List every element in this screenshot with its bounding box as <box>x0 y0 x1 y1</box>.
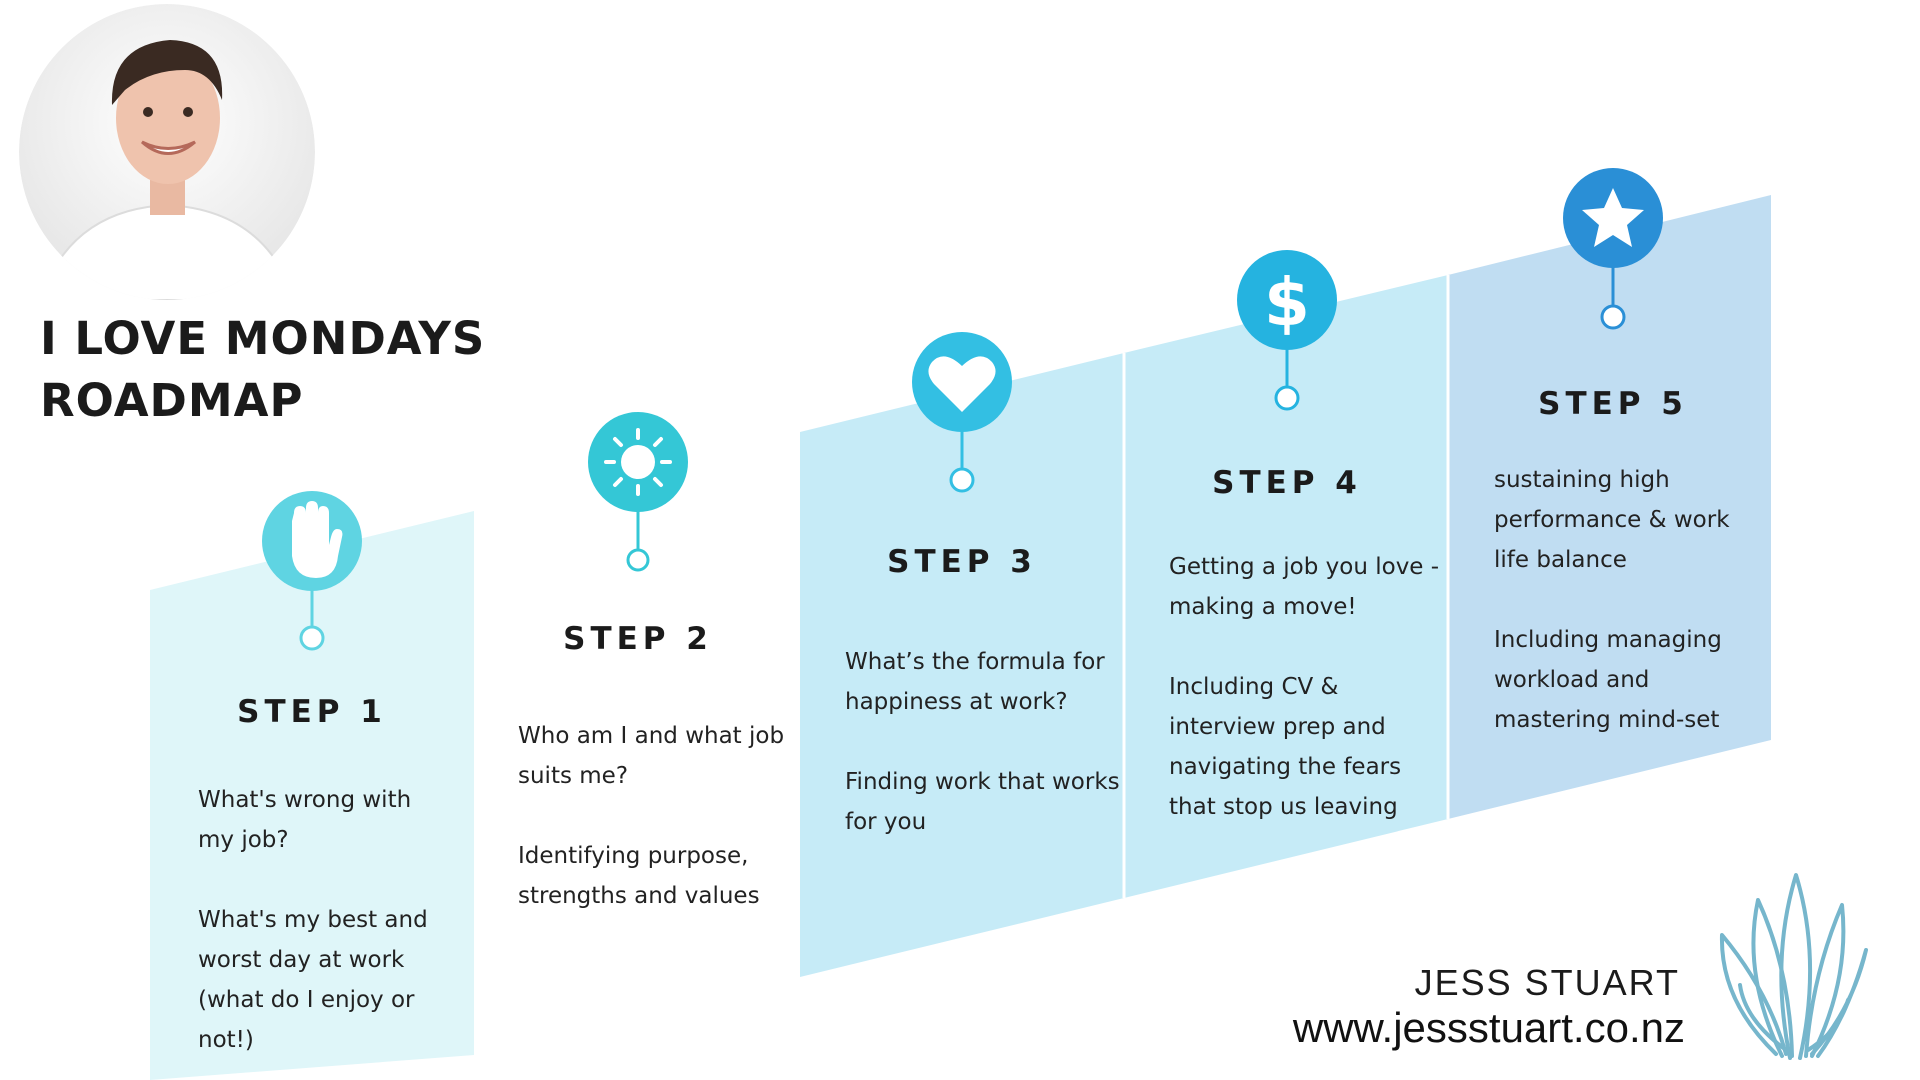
svg-text:$: $ <box>1264 264 1310 341</box>
step1-title: STEP 1 <box>237 694 387 730</box>
step4-text-2: Including CV & interview prep and naviga… <box>1169 674 1402 820</box>
step5-text-2: Including managing workload and masterin… <box>1494 627 1722 733</box>
step3-text: What’s the formula for happiness at work… <box>845 642 1120 842</box>
leaf-decoration <box>1719 873 1868 1060</box>
step5-title: STEP 5 <box>1538 386 1688 422</box>
step2-text: Who am I and what job suits me? Identify… <box>518 716 788 916</box>
step2-title: STEP 2 <box>563 621 713 657</box>
step5-text-1: sustaining high performance & work life … <box>1494 467 1730 573</box>
step5-panel <box>1448 195 1771 819</box>
sun-icon <box>588 412 688 512</box>
step3-text-2: Finding work that works for you <box>845 769 1120 835</box>
step4-text: Getting a job you love - making a move! … <box>1169 547 1444 827</box>
page-title: I LOVE MONDAYS ROADMAP <box>40 308 485 432</box>
step3-panel <box>800 353 1124 977</box>
hand-icon <box>262 491 362 591</box>
step1-text: What's wrong with my job? What's my best… <box>198 780 448 1060</box>
step1-connector <box>299 575 325 651</box>
title-line-2: ROADMAP <box>40 374 304 427</box>
heart-icon <box>912 332 1012 432</box>
step1-text-1: What's wrong with my job? <box>198 787 412 853</box>
step4-text-1: Getting a job you love - making a move! <box>1169 554 1440 620</box>
step3-text-1: What’s the formula for happiness at work… <box>845 649 1105 715</box>
step4-title: STEP 4 <box>1212 465 1362 501</box>
title-line-1: I LOVE MONDAYS <box>40 312 486 365</box>
avatar <box>19 4 315 300</box>
author-url[interactable]: www.jessstuart.co.nz <box>1292 1004 1685 1051</box>
step1-text-2: What's my best and worst day at work (wh… <box>198 907 428 1053</box>
step3-title: STEP 3 <box>887 544 1037 580</box>
author-name: JESS STUART <box>1414 962 1680 1003</box>
star-icon <box>1563 168 1663 268</box>
dollar-icon: $ <box>1237 250 1337 350</box>
step2-text-1: Who am I and what job suits me? <box>518 723 785 789</box>
step2-text-2: Identifying purpose, strengths and value… <box>518 843 760 909</box>
step5-connector <box>1600 265 1626 330</box>
step1-panel <box>150 511 474 1080</box>
step5-text: sustaining high performance & work life … <box>1494 460 1759 740</box>
step4-panel <box>1124 275 1448 898</box>
